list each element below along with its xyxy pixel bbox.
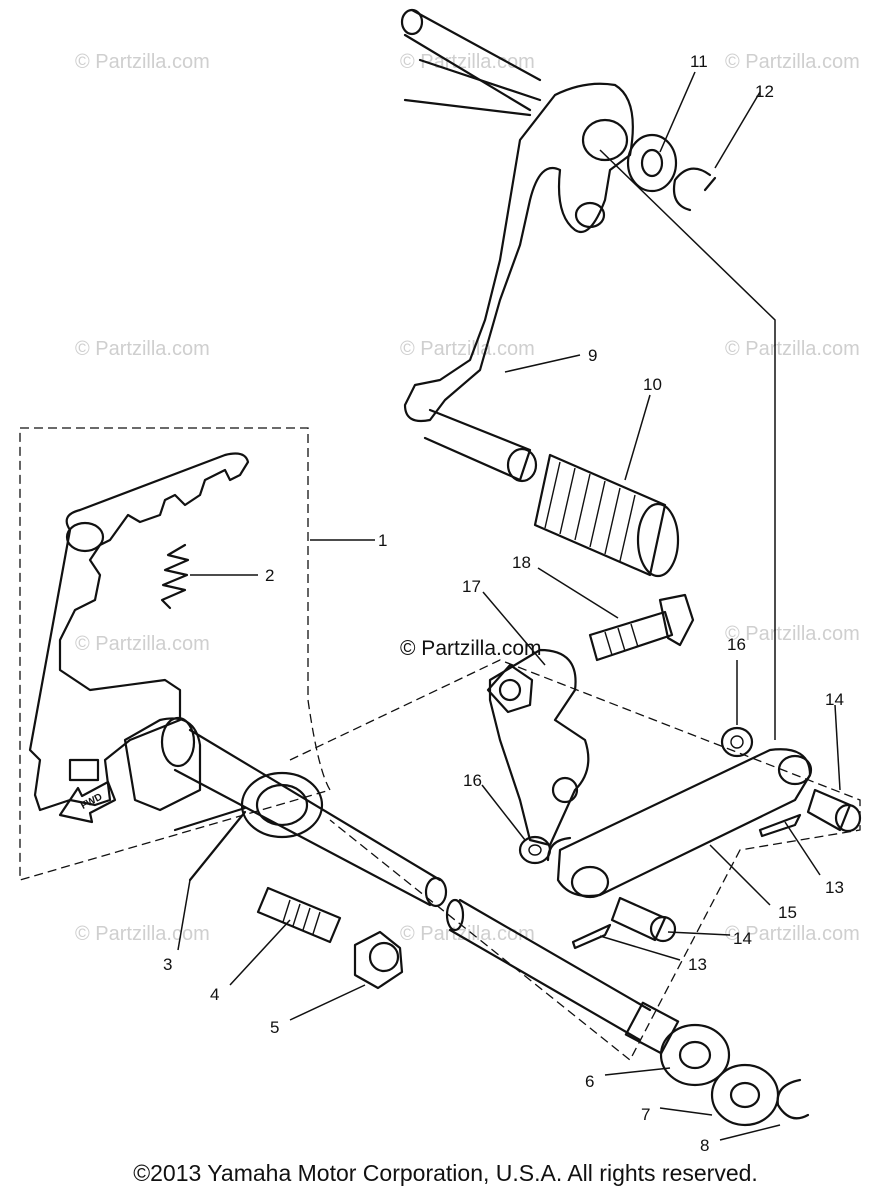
callout-2: 2 [265,566,274,585]
callout-12: 12 [755,82,774,101]
watermark: © Partzilla.com [75,338,210,360]
watermark: © Partzilla.com [400,923,535,945]
callout-11: 11 [690,52,708,71]
callout-13a: 13 [825,878,844,897]
spring [160,543,190,610]
shift-lever [486,648,590,847]
watermark: © Partzilla.com [400,51,535,73]
cotter-pins [571,813,802,950]
pedal-rubber [533,453,680,578]
stud-bolt [256,886,342,944]
watermark: © Partzilla.com [400,338,535,360]
callout-8: 8 [700,1136,709,1155]
shift-pedal [400,8,634,483]
watermark: © Partzilla.com [75,633,210,655]
watermark-center: © Partzilla.com [400,637,542,660]
link-washers [518,726,754,865]
callout-14a: 14 [825,690,844,709]
shift-shaft [173,728,680,1055]
callout-18: 18 [512,553,531,572]
watermark: © Partzilla.com [725,51,860,73]
callout-1: 1 [378,531,387,550]
watermark: © Partzilla.com [75,51,210,73]
callout-13b: 13 [688,955,707,974]
callout-15: 15 [778,903,797,922]
top-washer-clip [626,133,717,212]
callout-numbers: 1 2 3 4 5 6 7 8 9 10 11 12 13 13 14 14 1… [163,52,844,1155]
washers-and-clip [659,1023,810,1127]
callout-9: 9 [588,346,597,365]
callout-14b: 14 [733,929,752,948]
callout-7: 7 [641,1105,650,1124]
callout-3: 3 [163,955,172,974]
leader-lines [177,71,841,1141]
callout-16b: 16 [463,771,482,790]
callout-5: 5 [270,1018,279,1037]
watermarks: © Partzilla.com © Partzilla.com © Partzi… [75,51,860,945]
return-spring [173,771,324,882]
bolt [588,593,695,662]
callout-4: 4 [210,985,219,1004]
assembly-box-shaft [289,659,861,1062]
assembly-box-1 [19,427,331,881]
watermark: © Partzilla.com [725,338,860,360]
callout-16a: 16 [727,635,746,654]
watermark: © Partzilla.com [725,623,860,645]
shift-arm [28,452,250,812]
callout-10: 10 [643,375,662,394]
watermark: © Partzilla.com [75,923,210,945]
copyright-notice: ©2013 Yamaha Motor Corporation, U.S.A. A… [133,1160,758,1186]
callout-17: 17 [462,577,481,596]
link-pins [610,788,862,943]
callout-6: 6 [585,1072,594,1091]
watermark: © Partzilla.com [725,923,860,945]
nut [353,930,404,990]
